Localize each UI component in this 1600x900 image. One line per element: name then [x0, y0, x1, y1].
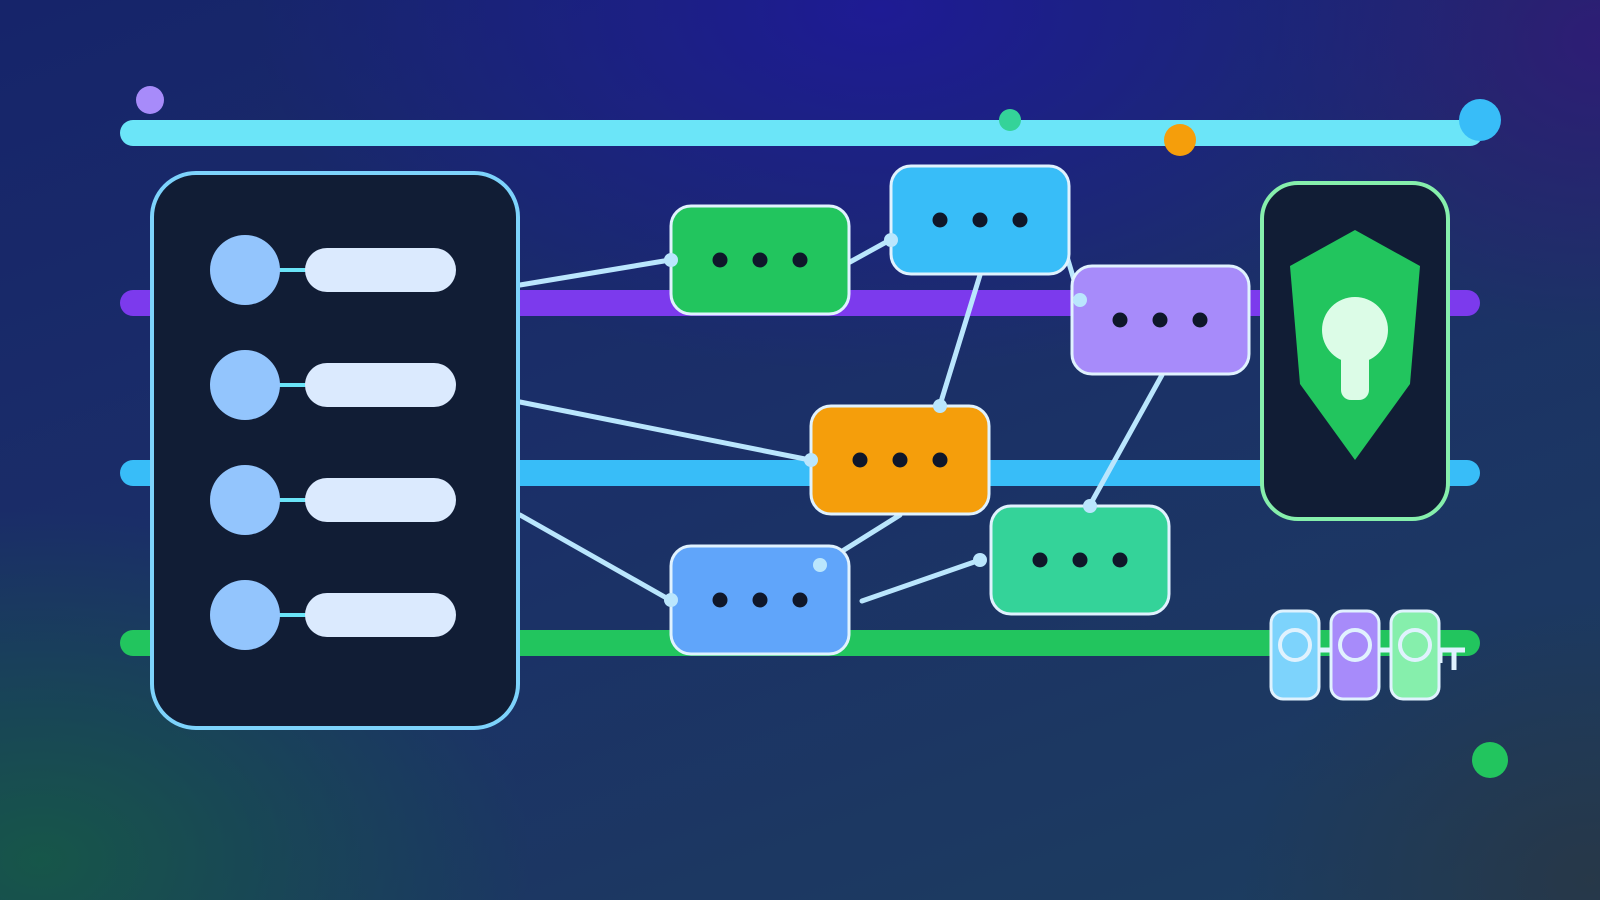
security-card	[1260, 181, 1450, 521]
ellipsis-icon	[932, 212, 948, 228]
endpoint-dot	[664, 593, 678, 607]
connector-sky-to-orange	[937, 272, 983, 408]
message-nodes	[669, 164, 1251, 656]
list-row	[210, 465, 456, 535]
list-row	[210, 235, 456, 305]
shield-keyhole-icon	[1290, 230, 1420, 460]
connector-endpoints	[664, 233, 1097, 607]
connectors	[517, 237, 1165, 604]
list-row	[210, 580, 456, 650]
connector-green-to-sky	[847, 237, 893, 265]
orange-dot	[1164, 124, 1196, 156]
list-row-avatar	[210, 580, 280, 650]
endpoint-dot	[933, 399, 947, 413]
list-row-avatar	[210, 235, 280, 305]
blue-endpoint-dot	[1459, 99, 1501, 141]
ellipsis-icon	[1112, 312, 1128, 328]
endpoint-dot	[1083, 499, 1097, 513]
connector-list-to-green	[517, 257, 673, 288]
node-orange	[809, 404, 991, 516]
ellipsis-icon	[712, 252, 728, 268]
connector-violet-to-teal	[1087, 372, 1165, 508]
list-row-avatar	[210, 465, 280, 535]
endpoint-dot	[973, 553, 987, 567]
list-row-label	[305, 593, 456, 637]
token-violet	[1329, 609, 1381, 701]
ellipsis-icon	[712, 592, 728, 608]
list-panel	[150, 171, 520, 730]
endpoint-dot	[804, 453, 818, 467]
connector-blue-to-teal	[859, 557, 983, 604]
list-row-label	[305, 478, 456, 522]
endpoint-dot	[664, 253, 678, 267]
connector-list-to-orange	[517, 399, 813, 463]
endpoint-dot	[813, 558, 827, 572]
connector-list-to-blue	[517, 512, 673, 603]
token-sky	[1269, 609, 1321, 701]
ellipsis-icon	[852, 452, 868, 468]
teal-dot	[999, 109, 1021, 131]
list-row-label	[305, 363, 456, 407]
node-violet	[1070, 264, 1251, 376]
endpoint-dot	[884, 233, 898, 247]
token-green	[1389, 609, 1441, 701]
node-green	[669, 204, 851, 316]
violet-dot	[136, 86, 164, 114]
decorative-dots	[136, 86, 1508, 778]
list-row-label	[305, 248, 456, 292]
list-row	[210, 350, 456, 420]
node-teal	[989, 504, 1171, 616]
list-row-avatar	[210, 350, 280, 420]
green-dot	[1472, 742, 1508, 778]
endpoint-dot	[1073, 293, 1087, 307]
key-tokens	[1269, 609, 1465, 701]
node-sky	[889, 164, 1071, 276]
ellipsis-icon	[1032, 552, 1048, 568]
